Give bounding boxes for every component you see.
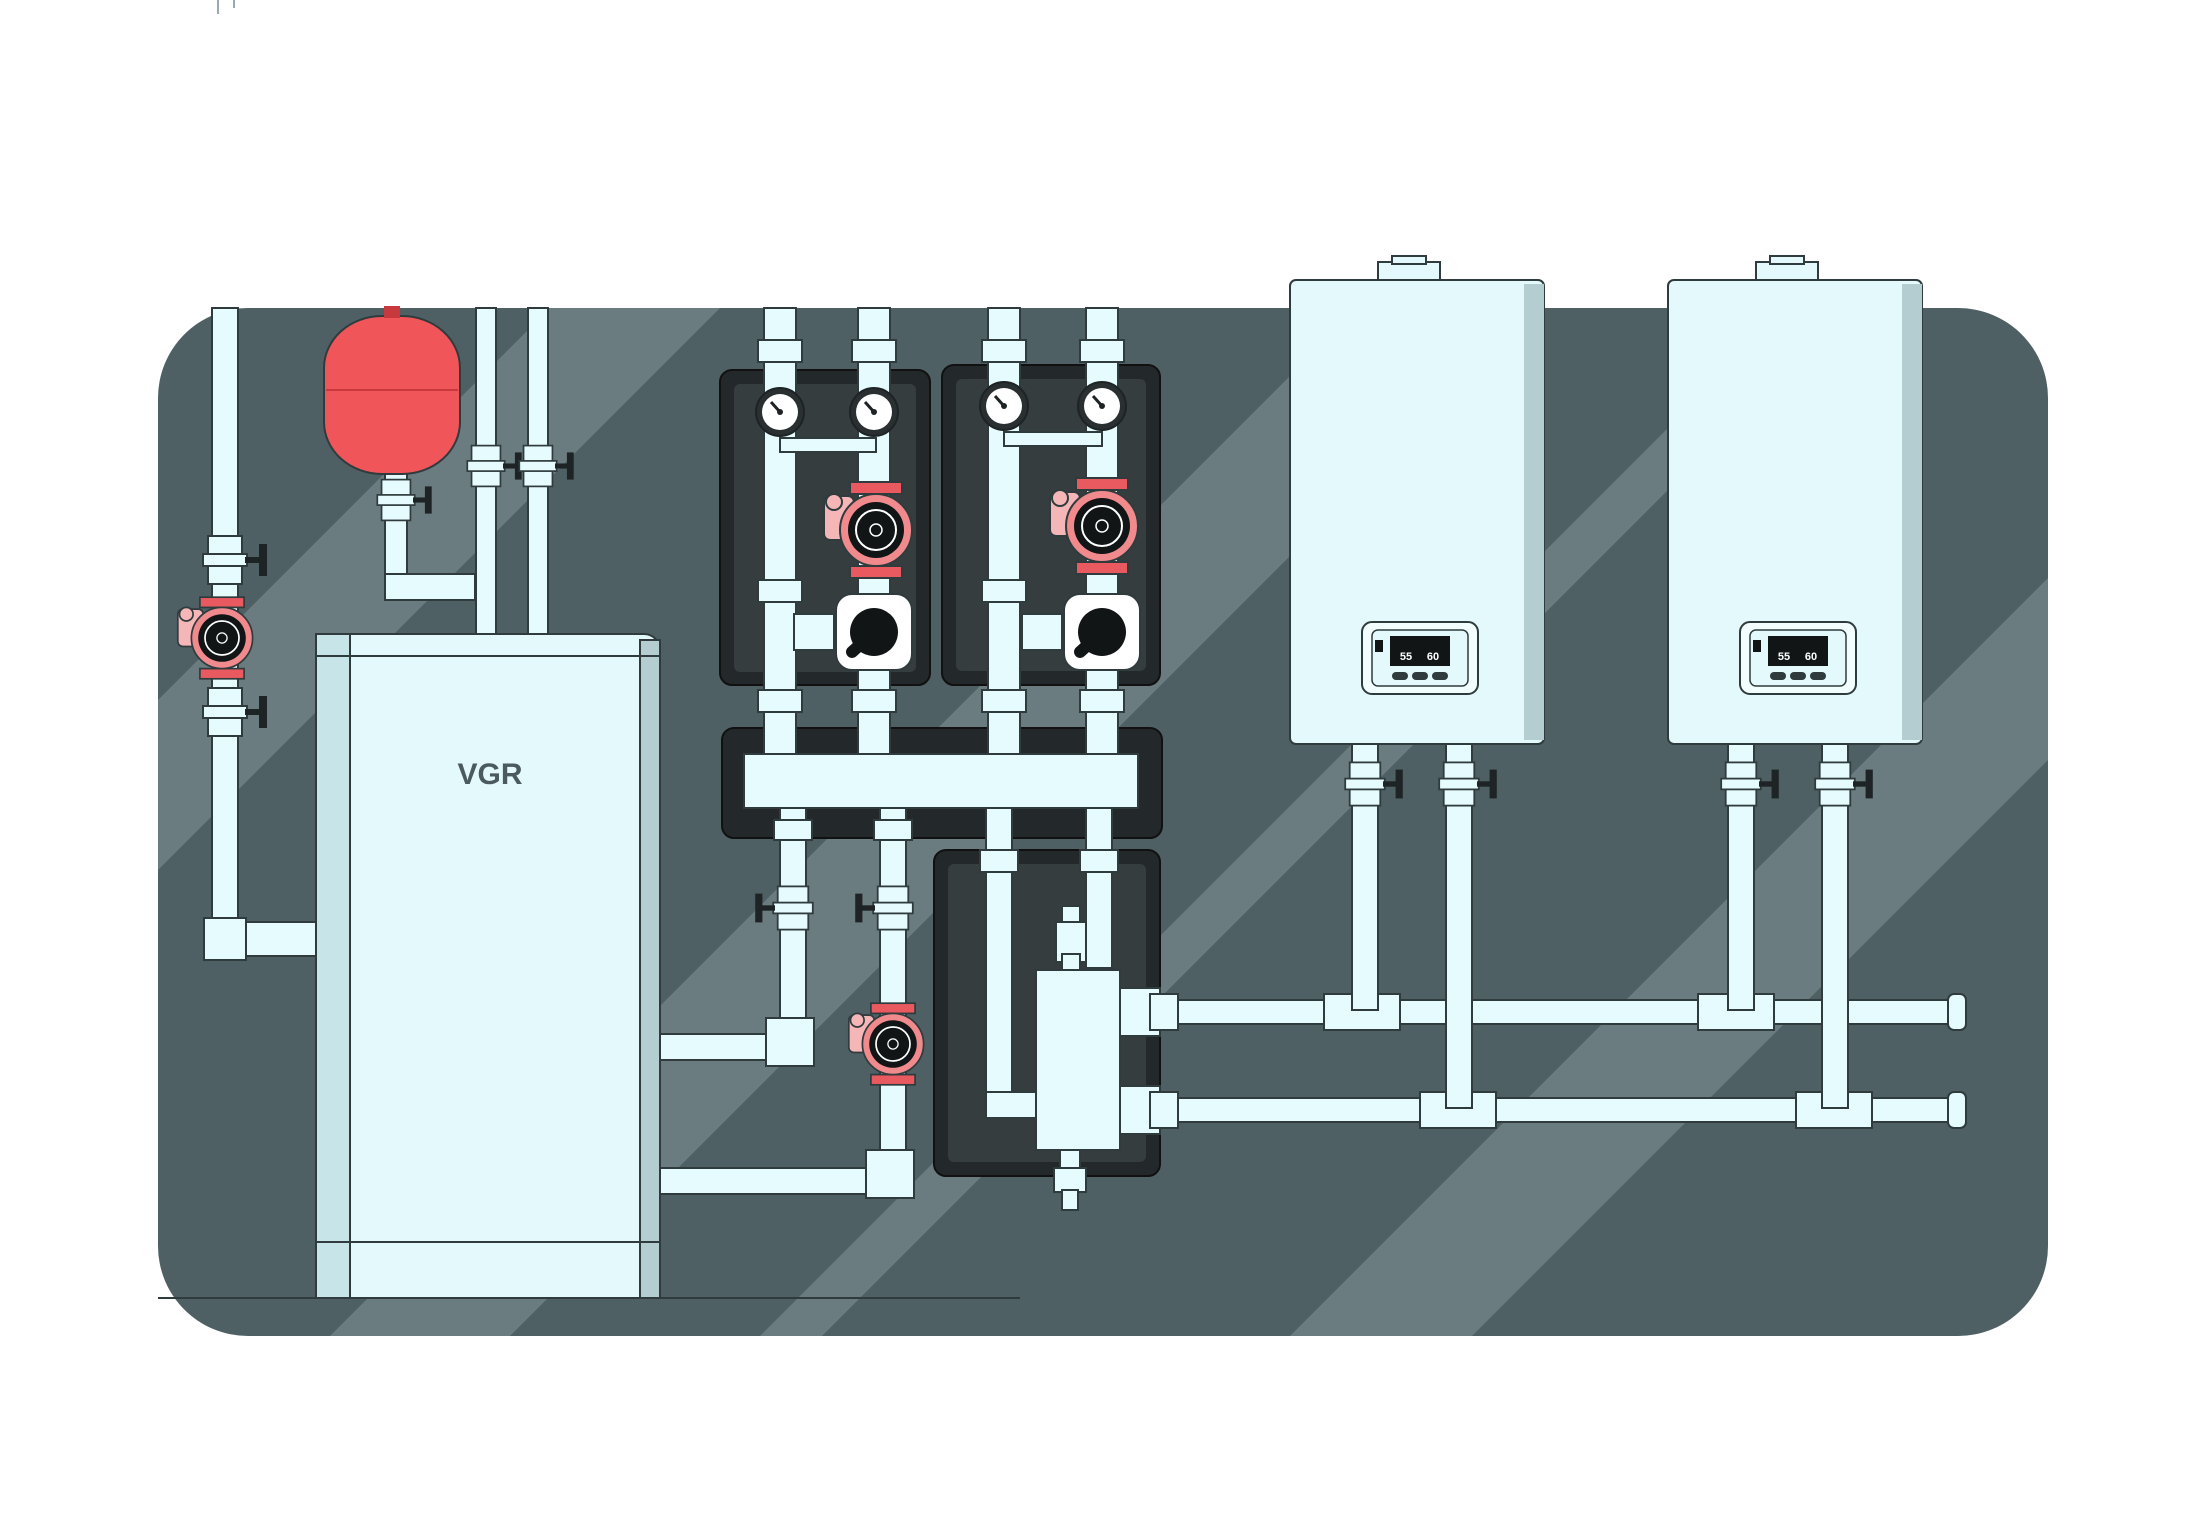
boiler-brand-label: VGR — [457, 758, 522, 791]
temperature-gauge-3 — [978, 380, 1030, 432]
wall-boiler-2-display-left: 55 — [1778, 651, 1790, 663]
floor-standing-boiler: VGR — [315, 633, 661, 1299]
wall-boiler-1-display-left: 55 — [1400, 651, 1412, 663]
hydraulic-separator — [1035, 905, 1121, 1211]
distribution-manifold — [743, 753, 1139, 809]
wall-boiler-2-display-right: 60 — [1805, 651, 1817, 663]
expansion-vessel — [323, 306, 476, 601]
temperature-gauge-4 — [1076, 380, 1128, 432]
boiler-supply-header — [1119, 987, 1967, 1135]
temperature-gauge-2 — [848, 386, 900, 438]
wall-boiler-1-display-right: 60 — [1427, 651, 1439, 663]
wall-boiler-2: 55 60 — [1667, 255, 1923, 745]
temperature-gauge-1 — [754, 386, 806, 438]
wall-boiler-1: 55 60 — [1289, 255, 1545, 745]
